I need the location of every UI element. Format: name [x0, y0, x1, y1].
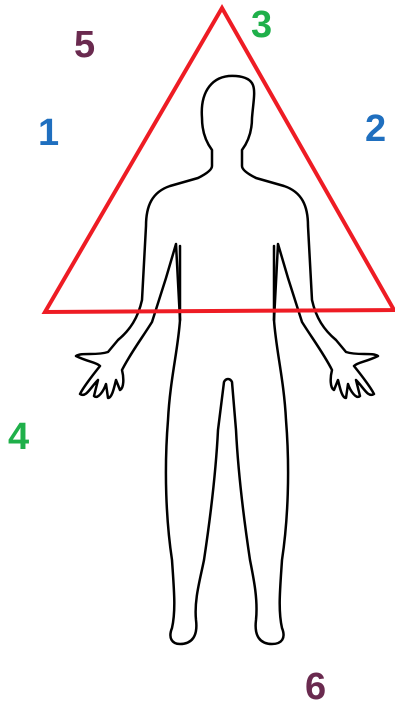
label-4: 4	[8, 418, 29, 456]
label-5: 5	[74, 26, 95, 64]
label-2: 2	[365, 110, 386, 148]
label-6: 6	[305, 668, 326, 706]
label-3: 3	[251, 6, 272, 44]
label-1: 1	[38, 114, 59, 152]
red-triangle	[45, 8, 394, 312]
human-body-outline-icon	[76, 76, 378, 644]
